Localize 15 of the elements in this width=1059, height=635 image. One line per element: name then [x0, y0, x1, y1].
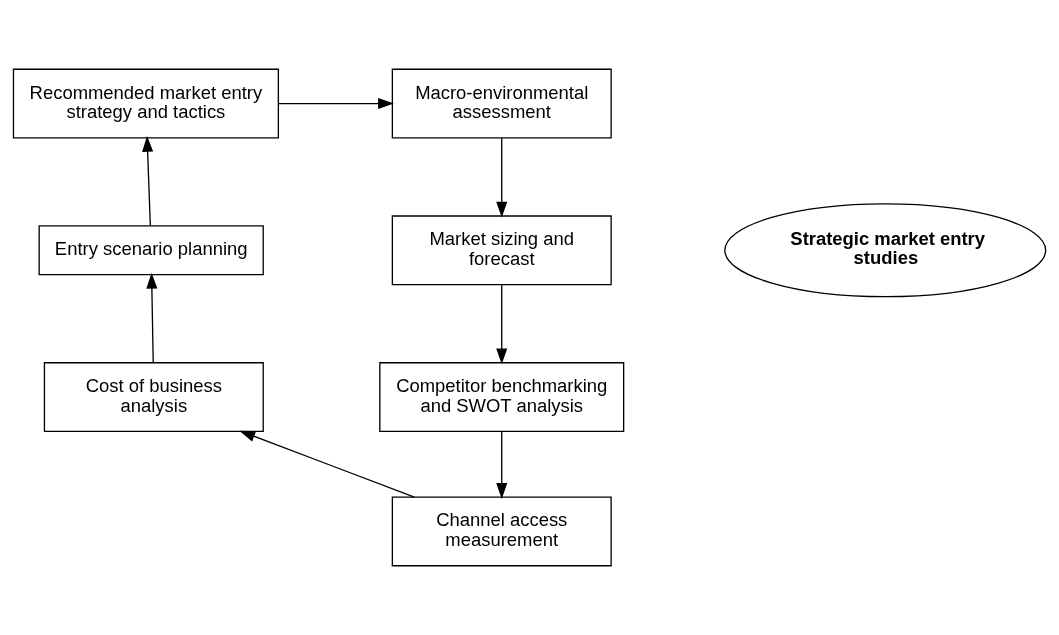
node-box: Cost of business analysis — [43, 362, 264, 432]
arrow — [496, 284, 508, 365]
node-box: Macro-environmental assessment — [391, 68, 612, 139]
node-box: Channel access measurement — [391, 496, 612, 567]
node-box: Entry scenario planning — [38, 225, 264, 276]
node-box: Competitor benchmarking and SWOT analysis — [379, 362, 625, 432]
node-ellipse: Strategic market entry studies — [724, 203, 1047, 298]
arrow — [146, 272, 158, 364]
arrow — [278, 98, 394, 110]
arrow — [239, 430, 416, 498]
arrow — [496, 430, 508, 499]
arrow — [142, 135, 154, 227]
node-box: Market sizing and forecast — [391, 215, 612, 286]
arrow — [496, 137, 508, 218]
node-box: Recommended market entry strategy and tactics — [12, 68, 280, 139]
